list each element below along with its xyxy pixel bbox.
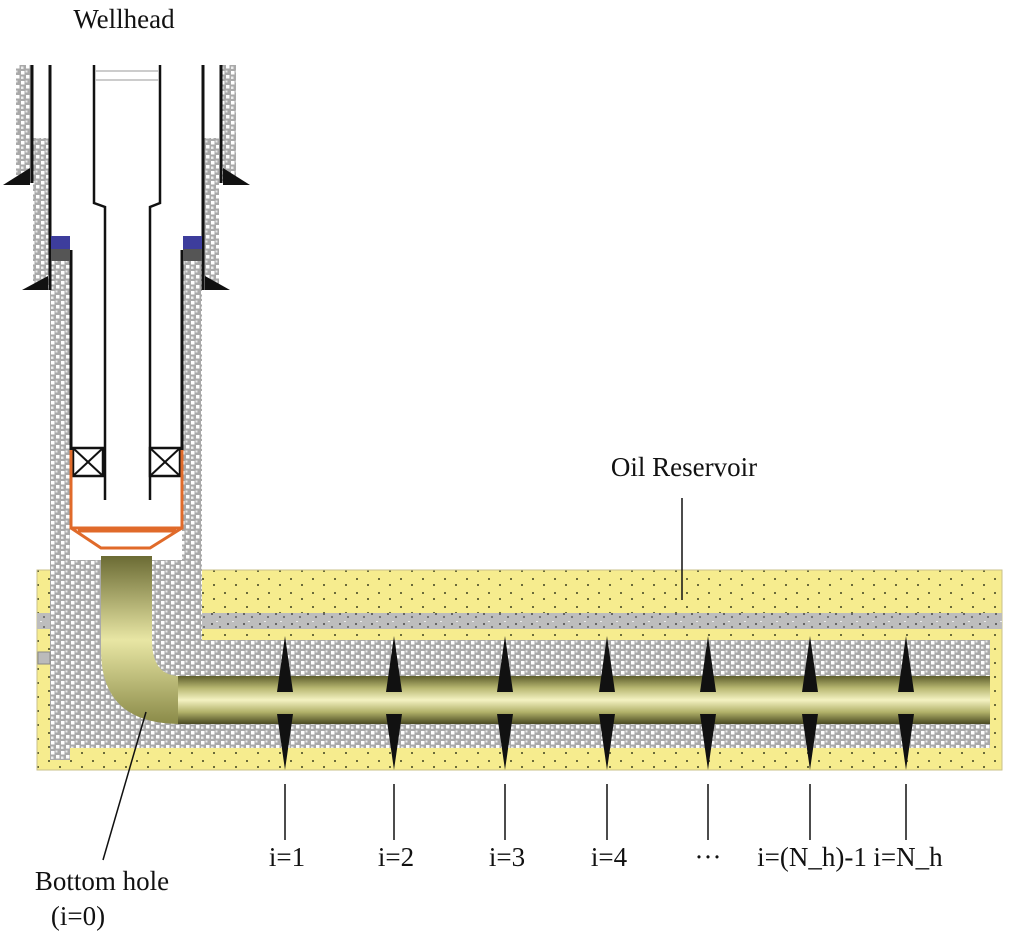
segment-label: i=1	[269, 842, 305, 872]
wellhead-label: Wellhead	[73, 4, 175, 34]
segment-label: i=(N_h)-1	[757, 842, 867, 872]
perforation-down-icon	[898, 714, 914, 770]
perforation-up-icon	[802, 636, 818, 692]
perforation-down-icon	[386, 714, 402, 770]
perforation-down-icon	[277, 714, 293, 770]
segment-label: i=4	[591, 842, 628, 872]
packer-icon	[148, 446, 182, 478]
segment-label: ···	[695, 842, 722, 872]
casing-walls	[30, 65, 223, 450]
perforation-up-icon	[497, 636, 513, 692]
bottom-hole-index-label: (i=0)	[51, 901, 105, 931]
perforation-up-icon	[599, 636, 615, 692]
perforation-up-icon	[898, 636, 914, 692]
perforation-up-icon	[277, 636, 293, 692]
casing-shoe-icon	[22, 276, 48, 290]
production-tubing	[92, 65, 162, 500]
perforation-down-icon	[802, 714, 818, 770]
casing-shoe-icon	[205, 276, 230, 290]
hanger-icon	[51, 236, 70, 249]
segment-label: i=N_h	[873, 842, 943, 872]
perforation-up-icon	[700, 636, 716, 692]
liner-funnel	[69, 450, 184, 550]
packer-icon	[71, 446, 105, 478]
edge-marker	[37, 651, 51, 665]
liner-hangers	[51, 236, 202, 261]
perforation-down-icon	[700, 714, 716, 770]
perforation-down-icon	[599, 714, 615, 770]
hanger-icon	[183, 236, 202, 249]
perforation-down-icon	[497, 714, 513, 770]
reservoir-label: Oil Reservoir	[611, 452, 757, 482]
packers	[71, 446, 182, 478]
perforations	[277, 636, 914, 770]
wellhead-cap	[95, 70, 159, 81]
bottom-hole-leader-line	[102, 711, 147, 861]
bottom-hole-label: Bottom hole	[35, 866, 169, 896]
perforation-up-icon	[386, 636, 402, 692]
casing-shoes	[3, 168, 250, 290]
casing-shoe-icon	[3, 168, 30, 185]
segment-label: i=2	[378, 842, 414, 872]
segment-label: i=3	[489, 842, 525, 872]
horizontal-wellbore	[101, 556, 990, 724]
casing-shoe-icon	[223, 168, 250, 185]
